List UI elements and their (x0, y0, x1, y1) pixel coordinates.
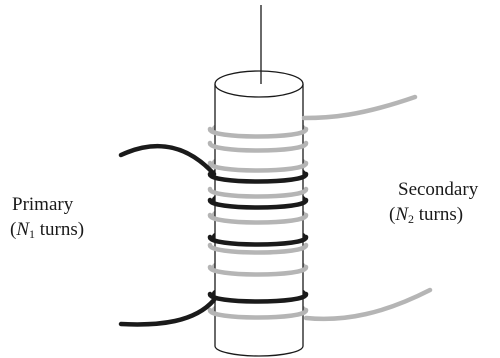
primary-coil (118, 143, 309, 327)
primary-lead-top (118, 143, 217, 177)
secondary-label: Secondary (398, 179, 479, 200)
secondary-lead-top (301, 94, 418, 121)
primary-turns-label: (N1 turns) (10, 218, 84, 242)
secondary-symbol: N (395, 204, 409, 225)
secondary-coil (207, 94, 433, 322)
secondary-turns-text: turns) (414, 204, 464, 225)
secondary-lead-bottom (303, 287, 433, 322)
primary-subscript: 1 (29, 227, 36, 241)
primary-open-paren: ( (10, 219, 17, 240)
primary-label: Primary (12, 194, 74, 215)
cylinder-top (214, 70, 304, 98)
cylinder-bottom (214, 345, 304, 357)
primary-turns-text: turns) (35, 219, 85, 240)
secondary-open-paren: ( (389, 204, 396, 225)
primary-lead-bottom (118, 297, 217, 327)
secondary-turns-label: (N2 turns) (389, 203, 463, 227)
cylinder-core (214, 70, 304, 357)
secondary-subscript: 2 (408, 212, 415, 226)
primary-symbol: N (16, 219, 30, 240)
